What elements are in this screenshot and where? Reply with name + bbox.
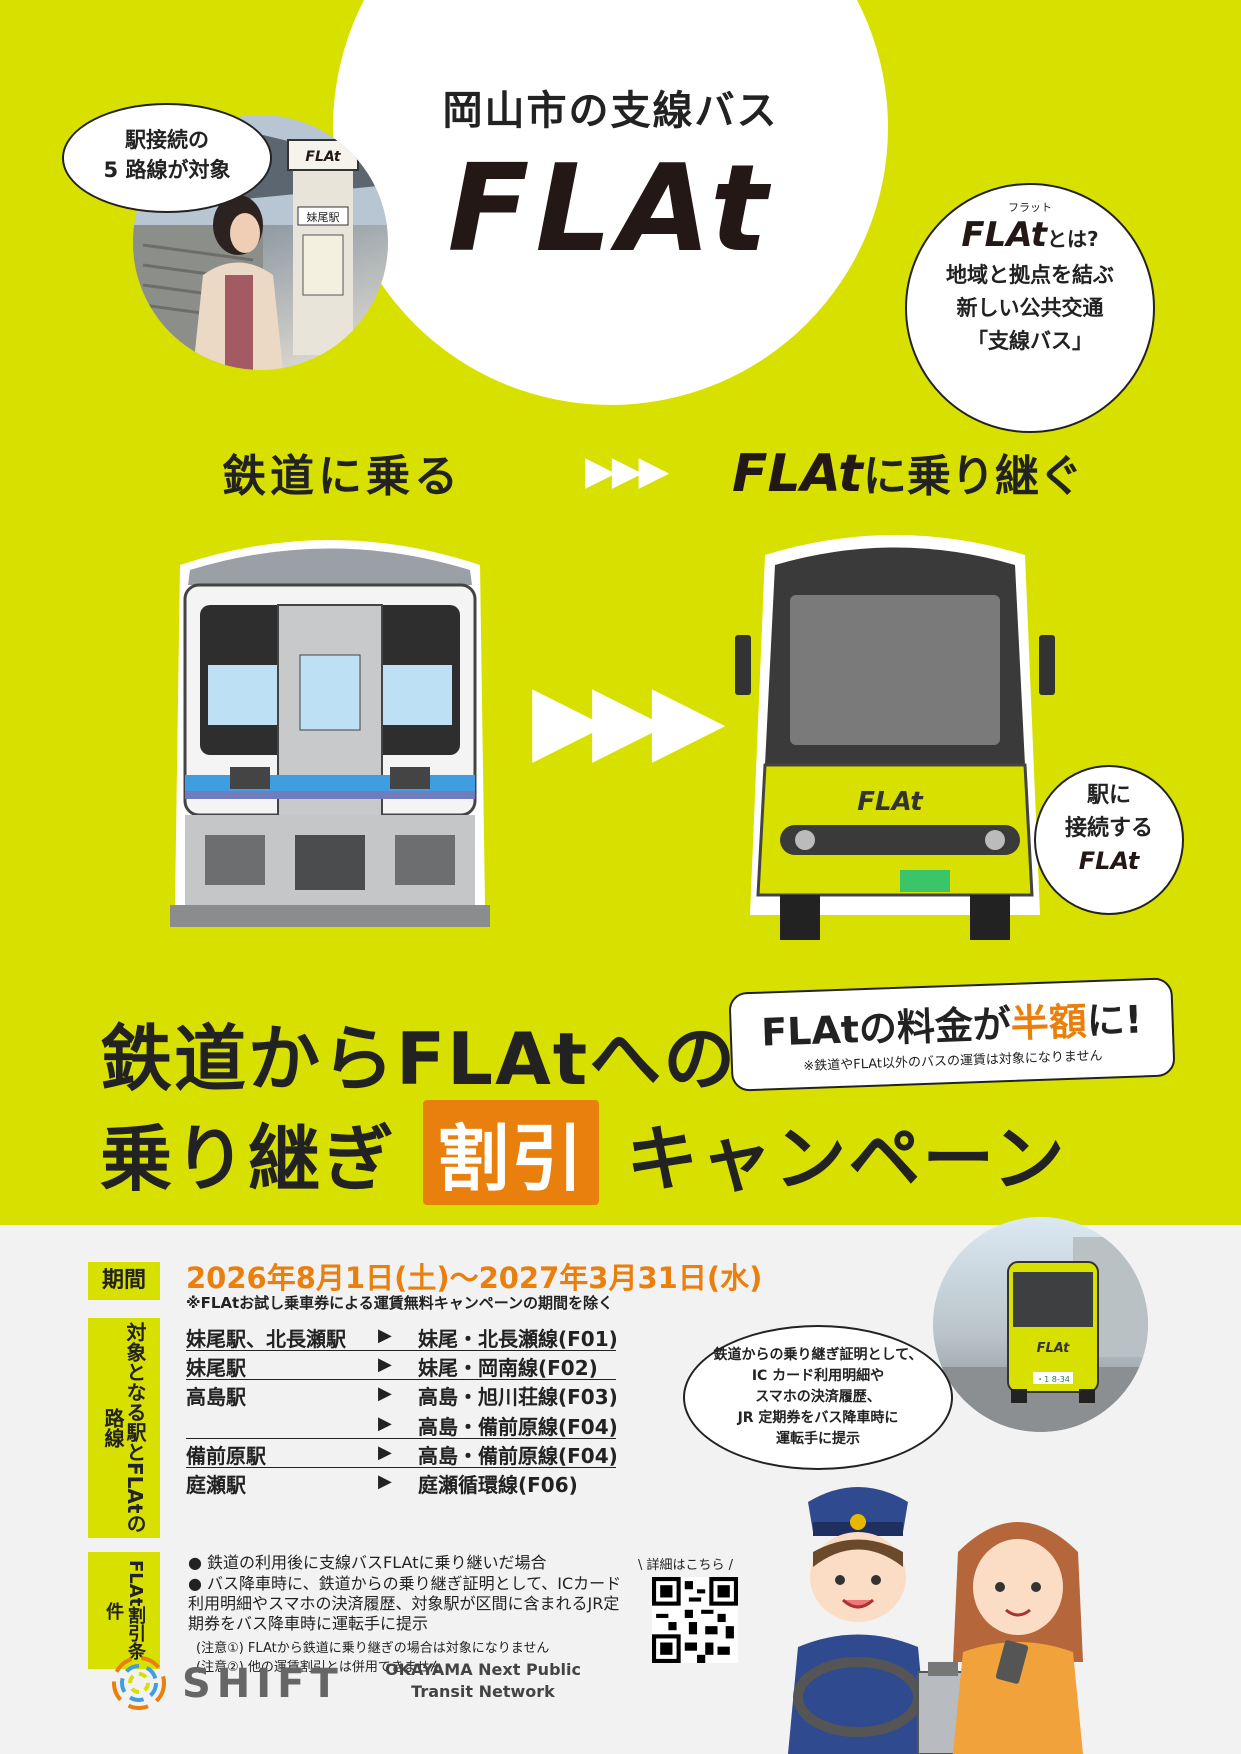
about-logo: FLAt <box>961 215 1047 255</box>
route-divider <box>186 1467 616 1468</box>
about-question: とは? <box>1047 227 1099 251</box>
photo-sign-station: 妹尾駅 <box>307 211 340 224</box>
headline-transfer: 乗り継ぎ <box>100 1117 397 1201</box>
route-station: 妹尾駅 <box>186 1356 246 1380</box>
qr-code-icon[interactable] <box>652 1577 738 1663</box>
discount-badge: 割引 <box>423 1100 600 1205</box>
station-count-bubble: 駅接続の 5 路線が対象 <box>62 103 272 213</box>
period-note: ※FLAtお試し乗車券による運賃無料キャンペーンの期間を除く <box>186 1294 613 1312</box>
bus-photo-logo: FLAt <box>1037 1341 1071 1356</box>
route-line: 庭瀬循環線(F06) <box>418 1473 578 1497</box>
route-arrow-icon: ▶ <box>378 1471 392 1492</box>
condition-item: ● バス降車時に、鉄道からの乗り継ぎ証明として、ICカード利用明細やスマホの決済… <box>188 1574 622 1633</box>
period-label: 期間 <box>88 1262 160 1300</box>
about-line1: 地域と拠点を結ぶ <box>946 263 1114 287</box>
condition-item: ● 鉄道の利用後に支線バスFLAtに乗り継いだ場合 <box>188 1553 547 1572</box>
step-transfer-flat: FLAtに乗り継ぐ <box>732 440 1083 504</box>
route-divider <box>186 1379 616 1380</box>
shift-logo-icon <box>112 1656 166 1710</box>
proof-bubble: 鉄道からの乗り継ぎ証明として、 IC カード利用明細や スマホの決済履歴、 JR… <box>683 1325 953 1470</box>
promo-pre: FLAtの料金が <box>760 1001 1012 1055</box>
proof-line: スマホの決済履歴、 <box>755 1389 881 1405</box>
shift-wordmark: SHIFT <box>182 1661 344 1707</box>
photo-sign-logo: FLAt <box>305 149 342 165</box>
flat-logo-title: FLAt <box>447 140 774 279</box>
connect-line2: 接続する <box>1064 816 1153 841</box>
condition-note: (注意①) FLAtから鉄道に乗り継ぎの場合は対象になりません <box>196 1641 550 1656</box>
okayama-line1: OKAYAMA Next Public <box>385 1660 581 1679</box>
proof-line: 運転手に提示 <box>776 1431 860 1447</box>
route-line: 高島・備前原線(F04) <box>418 1444 618 1468</box>
okayama-line2: Transit Network <box>411 1682 555 1701</box>
title-subtitle: 岡山市の支線バス <box>442 88 779 134</box>
route-divider <box>186 1438 616 1439</box>
transfer-arrows-icon: ▶▶▶ <box>532 662 726 774</box>
driver-passenger-illustration <box>788 1487 1083 1754</box>
step-transfer-text: に乗り継ぐ <box>862 451 1083 502</box>
okayama-network-wordmark: OKAYAMA Next Public Transit Network <box>385 1659 581 1703</box>
route-line: 妹尾・岡南線(F02) <box>418 1356 598 1380</box>
qr-label: \ 詳細はこちら / <box>638 1558 734 1573</box>
bus-plate: ・1 8-34 <box>1036 1375 1070 1384</box>
station-bubble-line1: 駅接続の <box>125 128 209 152</box>
bus-flat-logo: FLAt <box>857 787 924 817</box>
route-station: 備前原駅 <box>186 1444 266 1468</box>
bus-photo-illustration: FLAt ・1 8-34 <box>933 1237 1148 1432</box>
promo-post: に! <box>1086 997 1143 1044</box>
period-dates: 2026年8月1日(土)〜2027年3月31日(水) <box>186 1261 763 1295</box>
headline-line1: 鉄道からFLAtへの <box>100 1017 738 1101</box>
step-ride-train: 鉄道に乗る <box>222 451 462 502</box>
routes-label: 対象となる駅とFLAtの路線 <box>88 1318 160 1538</box>
route-arrow-icon: ▶ <box>378 1383 392 1404</box>
about-ruby: フラット <box>1008 201 1052 214</box>
route-station: 高島駅 <box>186 1385 246 1409</box>
step-arrows-icon: ▶▶▶ <box>585 448 669 494</box>
bus-illustration: FLAt <box>735 535 1055 940</box>
proof-line: 鉄道からの乗り継ぎ証明として、 <box>713 1347 923 1363</box>
connect-circle: 駅に 接続する FLAt <box>1034 765 1184 915</box>
condition-note: (注意②) 他の運賃割引とは併用できません <box>196 1660 443 1675</box>
route-line: 高島・備前原線(F04) <box>418 1415 618 1439</box>
headline-campaign: キャンペーン <box>626 1117 1067 1201</box>
route-arrow-icon: ▶ <box>378 1325 392 1346</box>
route-divider <box>186 1350 616 1351</box>
promo-half: 半額 <box>1010 999 1088 1046</box>
conditions-label: FLAt割引条件 <box>88 1552 160 1669</box>
connect-logo: FLAt <box>1078 847 1140 875</box>
route-arrow-icon: ▶ <box>378 1442 392 1463</box>
route-station: 庭瀬駅 <box>186 1473 246 1497</box>
about-line2: 新しい公共交通 <box>956 296 1104 320</box>
route-arrow-icon: ▶ <box>378 1354 392 1375</box>
about-line3: 「支線バス」 <box>967 329 1093 353</box>
half-price-bubble: FLAtの料金が半額に! ※鉄道やFLAt以外のバスの運賃は対象になりません <box>728 977 1176 1092</box>
route-arrow-icon: ▶ <box>378 1413 392 1434</box>
connect-line1: 駅に <box>1086 783 1131 808</box>
route-station: 妹尾駅、北長瀬駅 <box>186 1327 346 1351</box>
about-flat-circle: フラット FLAtとは? 地域と拠点を結ぶ 新しい公共交通 「支線バス」 <box>905 183 1155 433</box>
step-flat-logo: FLAt <box>732 444 863 504</box>
station-bubble-line2: 5 路線が対象 <box>103 158 231 182</box>
route-line: 高島・旭川荘線(F03) <box>418 1385 618 1409</box>
train-illustration <box>170 540 490 927</box>
bus-photo: FLAt ・1 8-34 <box>933 1217 1148 1432</box>
proof-line: IC カード利用明細や <box>751 1368 885 1384</box>
route-line: 妹尾・北長瀬線(F01) <box>418 1327 618 1351</box>
proof-line: JR 定期券をバス降車時に <box>737 1410 899 1426</box>
headline-line2: 乗り継ぎ 割引 キャンペーン <box>100 1100 1067 1205</box>
